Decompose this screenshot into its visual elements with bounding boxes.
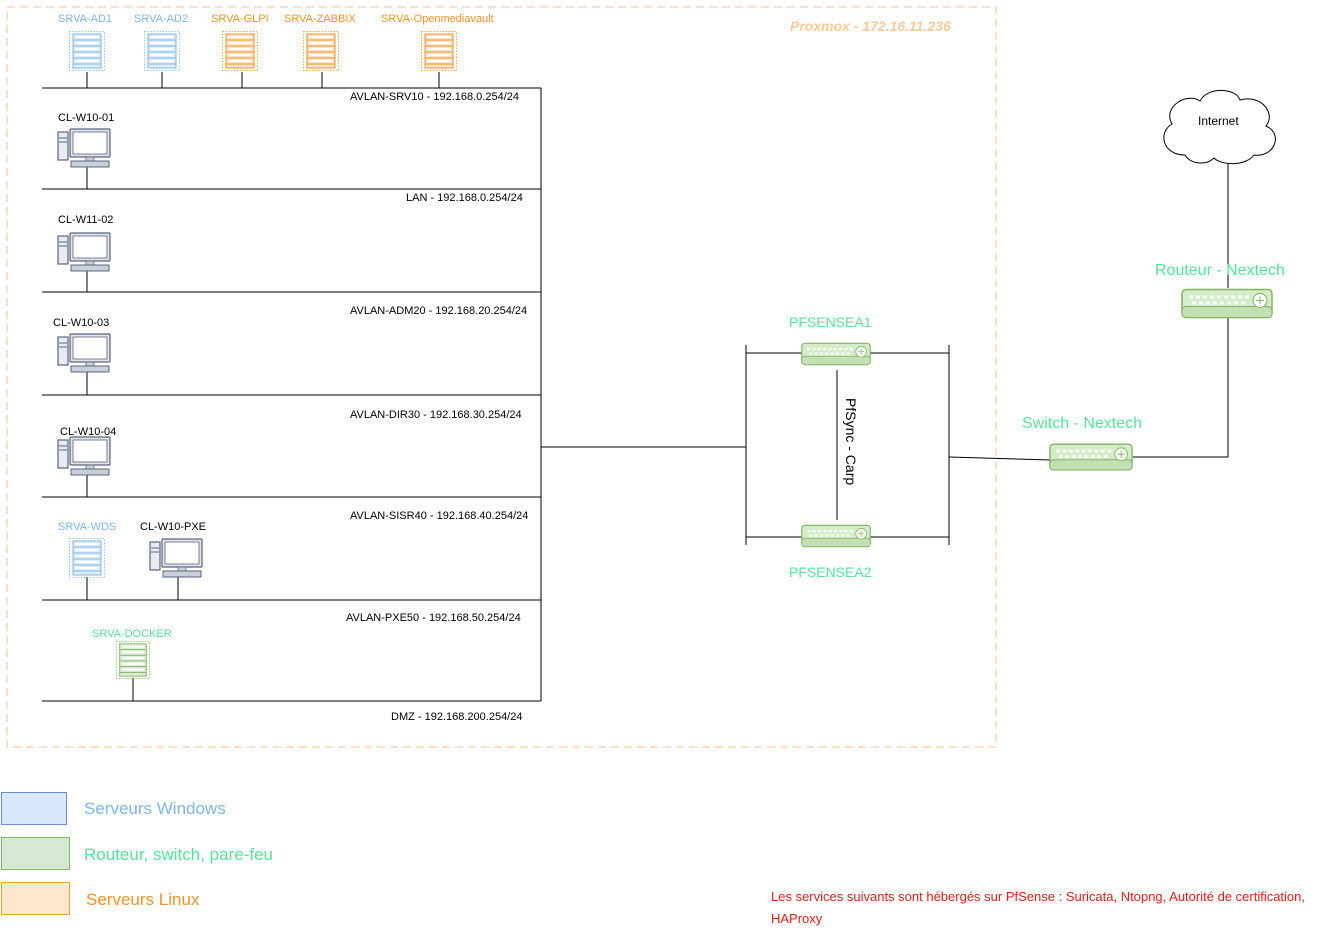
legend-label-linux: Serveurs Linux xyxy=(86,890,200,909)
legend-label-network: Routeur, switch, pare-feu xyxy=(84,845,273,864)
server-label: SRVA-WDS xyxy=(58,521,117,533)
pfsync-label: PfSync - Carp xyxy=(843,398,859,486)
server-icon[interactable] xyxy=(69,30,105,72)
server-label: SRVA-AD2 xyxy=(134,13,189,25)
router-icon[interactable] xyxy=(1181,288,1273,319)
legend-swatch-windows xyxy=(1,792,67,825)
cloud-icon[interactable] xyxy=(1163,89,1276,165)
server-label: SRVA-ZABBIX xyxy=(284,13,356,25)
network-label: DMZ - 192.168.200.254/24 xyxy=(391,711,523,723)
server-icon[interactable] xyxy=(421,30,457,72)
network-label: AVLAN-SISR40 - 192.168.40.254/24 xyxy=(350,510,529,522)
firewall-label: PFSENSEA2 xyxy=(789,564,872,580)
router-label: Routeur - Nextech xyxy=(1155,262,1285,279)
workstation-icon[interactable] xyxy=(57,436,111,476)
server-icon[interactable] xyxy=(222,30,258,72)
client-label: CL-W10-03 xyxy=(53,317,110,329)
server-label: SRVA-GLPI xyxy=(211,13,269,25)
pfsense-services-note: Les services suivants sont hébergés sur … xyxy=(771,889,1306,926)
client-label: CL-W10-01 xyxy=(58,112,115,124)
legend-swatch-network xyxy=(1,837,70,870)
legend-label-windows: Serveurs Windows xyxy=(84,799,226,818)
network-label: AVLAN-SRV10 - 192.168.0.254/24 xyxy=(350,91,519,103)
server-label: SRVA-Openmediavault xyxy=(381,13,494,25)
server-icon[interactable] xyxy=(69,538,105,578)
network-label: LAN - 192.168.0.254/24 xyxy=(406,192,523,204)
server-icon[interactable] xyxy=(115,641,151,679)
workstation-icon[interactable] xyxy=(57,232,111,272)
workstation-icon[interactable] xyxy=(149,538,203,578)
client-label: CL-W10-PXE xyxy=(140,521,207,533)
switch-label: Switch - Nextech xyxy=(1022,415,1143,432)
firewall-label: PFSENSEA1 xyxy=(789,314,872,330)
workstation-icon[interactable] xyxy=(57,333,111,373)
proxmox-label: Proxmox - 172.16.11.236 xyxy=(790,18,951,34)
client-label: CL-W10-04 xyxy=(60,426,117,438)
network-label: AVLAN-DIR30 - 192.168.30.254/24 xyxy=(350,409,522,421)
network-label: AVLAN-ADM20 - 192.168.20.254/24 xyxy=(350,305,528,317)
firewall-icon[interactable] xyxy=(801,524,871,548)
client-label: CL-W11-02 xyxy=(58,214,114,226)
server-icon[interactable] xyxy=(303,30,339,72)
firewall-icon[interactable] xyxy=(801,342,871,366)
server-icon[interactable] xyxy=(144,30,180,72)
legend-swatch-linux xyxy=(1,882,70,915)
server-label: SRVA-AD1 xyxy=(58,13,113,25)
internet-label: Internet xyxy=(1198,114,1239,128)
workstation-icon[interactable] xyxy=(57,128,111,168)
server-label: SRVA-DOCKER xyxy=(92,628,172,640)
switch-icon[interactable] xyxy=(1049,443,1133,471)
proxmox-boundary xyxy=(6,6,997,748)
network-label: AVLAN-PXE50 - 192.168.50.254/24 xyxy=(346,612,521,624)
network-lines xyxy=(42,72,1229,702)
